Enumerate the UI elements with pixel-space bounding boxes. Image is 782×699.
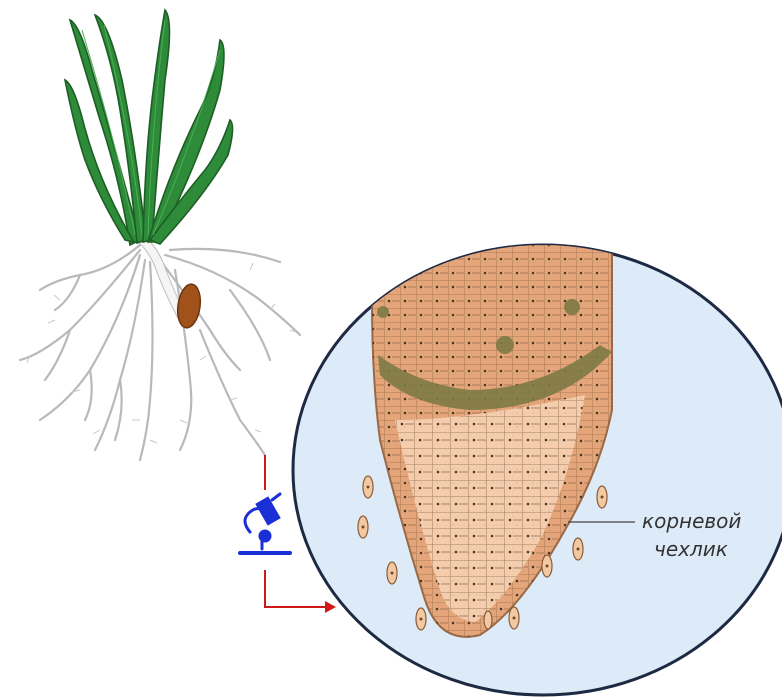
microscope-icon — [240, 494, 290, 553]
root-cap-label-line2: чехлик — [654, 537, 728, 561]
magnified-view: корневой чехлик — [293, 230, 782, 695]
seedling — [20, 10, 300, 460]
root-cap-label-line1: корневой — [642, 509, 741, 533]
arrow-head-icon — [325, 601, 336, 613]
